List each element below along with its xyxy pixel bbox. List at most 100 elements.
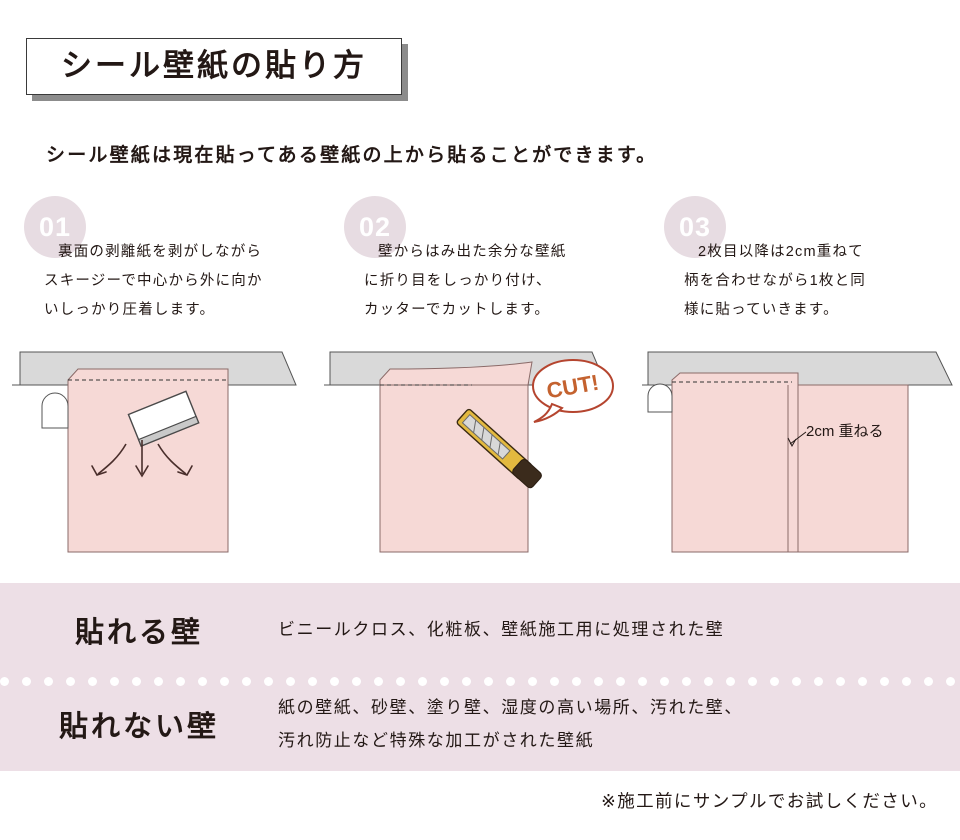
divider-dot xyxy=(66,676,75,686)
panel-row-label: 貼れる壁 xyxy=(74,617,203,649)
panel-body-line: 紙の壁紙、砂壁、塗り壁、湿度の高い場所、汚れた壁、 xyxy=(278,697,743,717)
divider-dot xyxy=(88,676,97,686)
arch-detail xyxy=(41,392,69,429)
divider-dot xyxy=(484,676,493,686)
step-line: スキージーで中心から外に向か xyxy=(44,273,263,289)
overlap-annotation-text: 2cm 重ねる xyxy=(806,423,884,440)
divider-dot xyxy=(396,676,405,686)
divider-dot xyxy=(946,676,955,686)
step-02: 02 壁からはみ出た余分な壁紙 に折り目をしっかり付け、 カッターでカットします… xyxy=(320,196,640,325)
panel-row-body: ビニールクロス、化粧板、壁紙施工用に処理された壁 xyxy=(278,613,724,646)
title-box: シール壁紙の貼り方 xyxy=(26,38,402,95)
panel-row-applicable: 貼れる壁 ビニールクロス、化粧板、壁紙施工用に処理された壁 xyxy=(0,583,960,677)
divider-dot xyxy=(660,676,669,686)
divider-dot xyxy=(286,676,295,686)
page-subtitle: シール壁紙は現在貼ってある壁紙の上から貼ることができます。 xyxy=(46,145,658,166)
divider-dot xyxy=(264,676,273,686)
divider-dot xyxy=(770,676,779,686)
divider-dot xyxy=(418,676,427,686)
step-line: 裏面の剥離紙を剥がしながら xyxy=(58,244,263,260)
divider-dot xyxy=(550,676,559,686)
illustrations-row: CUT! xyxy=(0,340,960,565)
divider-dot xyxy=(594,676,603,686)
divider-dot xyxy=(462,676,471,686)
divider-dot xyxy=(220,676,229,686)
divider-dot xyxy=(638,676,647,686)
step-number-badge: 02 xyxy=(344,196,406,258)
wallpaper-sheet-right xyxy=(787,384,909,553)
divider-dot xyxy=(616,676,625,686)
divider-dot xyxy=(506,676,515,686)
wallpaper-sheet xyxy=(379,384,529,553)
divider-dot xyxy=(814,676,823,686)
step-number: 03 xyxy=(678,211,712,242)
wallpaper-sheet-left xyxy=(671,372,799,553)
divider-dot xyxy=(792,676,801,686)
step-line: いしっかり圧着します。 xyxy=(44,302,216,318)
step-line: 柄を合わせながら1枚と同 xyxy=(684,273,866,289)
overlap-seam xyxy=(787,373,799,552)
divider-dot xyxy=(242,676,251,686)
illustration-step-01 xyxy=(0,340,320,565)
step-line: に折り目をしっかり付け、 xyxy=(364,273,552,289)
divider-dot xyxy=(198,676,207,686)
divider-dot xyxy=(572,676,581,686)
step-number: 01 xyxy=(38,211,72,242)
illustration-step-03: 2cm 重ねる xyxy=(640,340,960,565)
direction-arrows xyxy=(91,440,193,478)
divider-dot xyxy=(858,676,867,686)
step-number-badge: 03 xyxy=(664,196,726,258)
step-description: 裏面の剥離紙を剥がしながら スキージーで中心から外に向か いしっかり圧着します。 xyxy=(0,196,320,325)
illustration-step-02: CUT! xyxy=(320,340,640,565)
footer-note: ※施工前にサンプルでお試しください。 xyxy=(601,791,938,811)
divider-dot xyxy=(308,676,317,686)
steps-row: 01 裏面の剥離紙を剥がしながら スキージーで中心から外に向か いしっかり圧着し… xyxy=(0,196,960,325)
divider-dot xyxy=(154,676,163,686)
step-line: 壁からはみ出た余分な壁紙 xyxy=(378,244,567,260)
step-line: カッターでカットします。 xyxy=(364,302,551,318)
divider-dot xyxy=(440,676,449,686)
step-line: 2枚目以降は2cm重ねて xyxy=(698,244,864,260)
wallpaper-sheet xyxy=(67,368,229,553)
annotation-leader-line xyxy=(789,431,807,445)
divider-dot xyxy=(748,676,757,686)
divider-dot xyxy=(132,676,141,686)
step-number-badge: 01 xyxy=(24,196,86,258)
step-number: 02 xyxy=(358,211,392,242)
step-01: 01 裏面の剥離紙を剥がしながら スキージーで中心から外に向か いしっかり圧着し… xyxy=(0,196,320,325)
divider-dot xyxy=(330,676,339,686)
divider-dot xyxy=(110,676,119,686)
wall-compatibility-panel: 貼れる壁 ビニールクロス、化粧板、壁紙施工用に処理された壁 貼れない壁 紙の壁紙 xyxy=(0,583,960,771)
divider-dot xyxy=(22,676,31,686)
squeegee-icon xyxy=(127,390,200,447)
excess-flap xyxy=(379,361,533,386)
divider-dot xyxy=(352,676,361,686)
divider-dot xyxy=(528,676,537,686)
step-description: 壁からはみ出た余分な壁紙 に折り目をしっかり付け、 カッターでカットします。 xyxy=(320,196,640,325)
divider-dot xyxy=(726,676,735,686)
step-03: 03 2枚目以降は2cm重ねて 柄を合わせながら1枚と同 様に貼っていきます。 xyxy=(640,196,960,325)
divider-dot xyxy=(176,676,185,686)
divider-dot xyxy=(0,676,9,686)
annotation-arrow-head xyxy=(787,437,797,448)
divider-dot xyxy=(704,676,713,686)
cut-callout-bubble: CUT! xyxy=(532,359,614,423)
panel-body-line: ビニールクロス、化粧板、壁紙施工用に処理された壁 xyxy=(278,620,725,640)
step-line: 様に貼っていきます。 xyxy=(684,302,839,318)
divider-dot xyxy=(902,676,911,686)
page-title: シール壁紙の貼り方 xyxy=(61,48,367,83)
divider-dot xyxy=(682,676,691,686)
panel-row-body: 紙の壁紙、砂壁、塗り壁、湿度の高い場所、汚れた壁、 汚れ防止など特殊な加工がされ… xyxy=(278,691,743,757)
page-title-block: シール壁紙の貼り方 xyxy=(26,38,402,95)
cutter-knife-icon xyxy=(456,408,542,489)
arch-detail xyxy=(647,383,673,413)
divider-dot xyxy=(924,676,933,686)
divider-dot xyxy=(880,676,889,686)
panel-row-not-applicable: 貼れない壁 紙の壁紙、砂壁、塗り壁、湿度の高い場所、汚れた壁、 汚れ防止など特殊… xyxy=(0,677,960,771)
divider-dot xyxy=(44,676,53,686)
panel-body-line: 汚れ防止など特殊な加工がされた壁紙 xyxy=(278,731,595,750)
panel-row-label: 貼れない壁 xyxy=(58,711,219,743)
divider-dot xyxy=(836,676,845,686)
dotted-divider xyxy=(0,675,960,687)
divider-dot xyxy=(374,676,383,686)
